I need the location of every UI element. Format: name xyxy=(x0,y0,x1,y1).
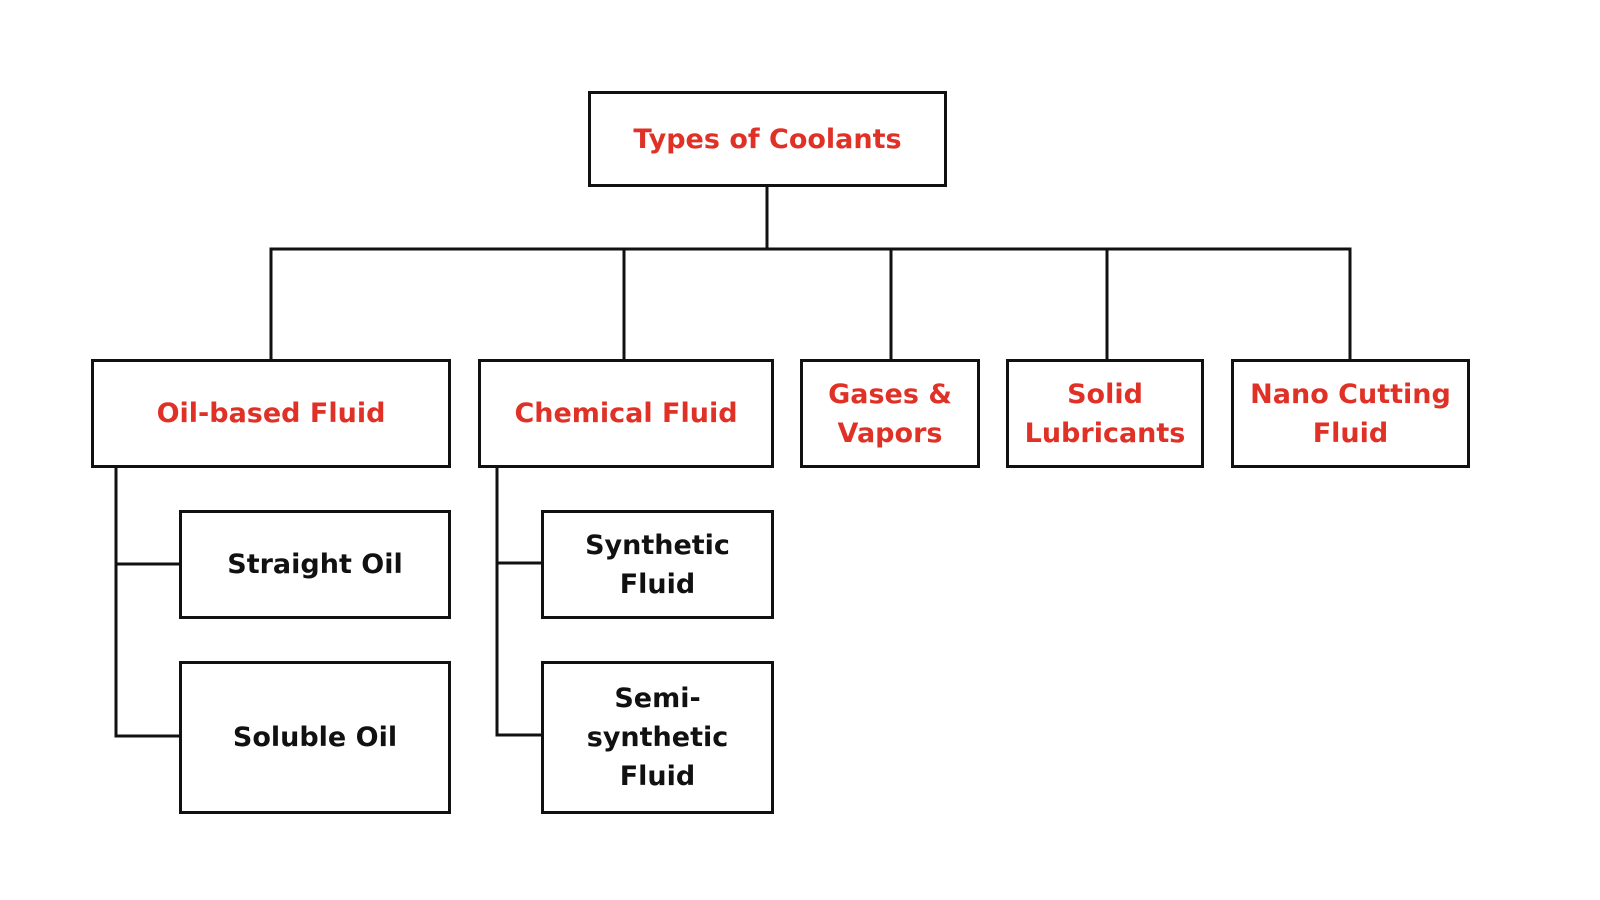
subtype-node-soluble-oil: Soluble Oil xyxy=(179,661,451,814)
root-node-types-of-coolants: Types of Coolants xyxy=(588,91,947,187)
subtype-label: Straight Oil xyxy=(227,549,403,580)
category-label: Nano Cutting Fluid xyxy=(1250,378,1451,449)
category-label: Chemical Fluid xyxy=(514,398,738,429)
subtype-label: Soluble Oil xyxy=(232,722,398,753)
category-label: Solid Lubricants xyxy=(1024,378,1186,449)
root-node-label: Types of Coolants xyxy=(633,123,902,155)
category-node-chemical-fluid: Chemical Fluid xyxy=(478,359,774,468)
category-node-nano-cutting-fluid: Nano Cutting Fluid xyxy=(1231,359,1470,468)
subtype-label: Synthetic Fluid xyxy=(585,529,730,600)
subtype-node-semi-synthetic-fluid: Semi-synthetic Fluid xyxy=(541,661,774,814)
category-node-oil-based-fluid: Oil-based Fluid xyxy=(91,359,451,468)
subtype-label: Semi-synthetic Fluid xyxy=(586,683,729,792)
subtype-node-straight-oil: Straight Oil xyxy=(179,510,451,619)
subtype-node-synthetic-fluid: Synthetic Fluid xyxy=(541,510,774,619)
category-node-gases-vapors: Gases & Vapors xyxy=(800,359,980,468)
category-node-solid-lubricants: Solid Lubricants xyxy=(1006,359,1204,468)
category-label: Oil-based Fluid xyxy=(156,398,386,429)
category-label: Gases & Vapors xyxy=(828,378,952,449)
